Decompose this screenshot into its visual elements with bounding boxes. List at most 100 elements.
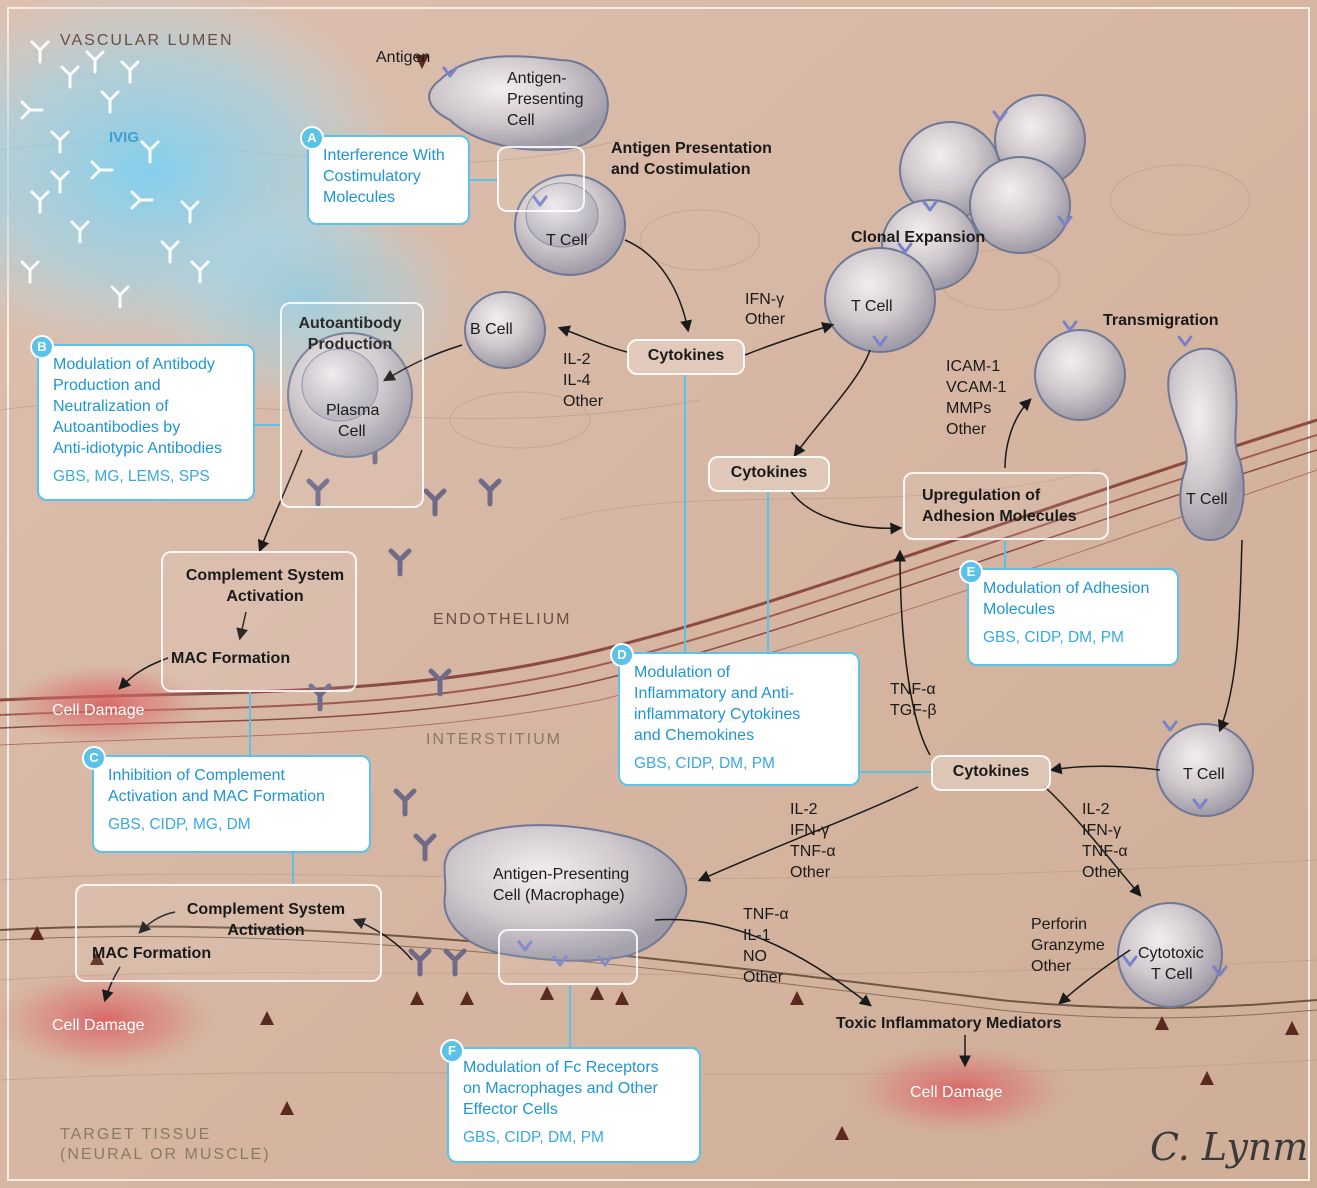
callout-f-line-3: Effector Cells <box>463 1101 558 1118</box>
callout-b-line-1: Modulation of Antibody <box>53 356 215 373</box>
granzyme-label: Granzyme <box>1031 937 1105 954</box>
il4-label: IL-4 <box>563 372 591 389</box>
cell-damage-upper: Cell Damage <box>52 702 145 719</box>
upregulation-title-1: Upregulation of <box>922 487 1041 504</box>
right-cyto-other: Other <box>1082 864 1123 881</box>
callout-f-line-1: Modulation of Fc Receptors <box>463 1059 659 1076</box>
callout-a-line-3: Molecules <box>323 189 396 206</box>
mediator-tnf: TNF-α <box>743 906 789 923</box>
perforin-other-label: Other <box>1031 958 1072 975</box>
mac-formation-lower: MAC Formation <box>92 945 212 962</box>
plasma-cell-label-1: Plasma <box>326 402 380 419</box>
callout-d-badge: D <box>610 643 634 667</box>
callout-b-badge: B <box>30 335 54 359</box>
cell-damage-lower-right: Cell Damage <box>910 1084 1003 1101</box>
macrophage-label-2: Cell (Macrophage) <box>493 887 625 904</box>
mmps-label: MMPs <box>946 400 992 417</box>
tgf-label: TGF-β <box>890 702 937 719</box>
complement-box-upper <box>161 551 357 692</box>
apc-label-3: Cell <box>507 112 535 129</box>
callout-b-diseases: GBS, MG, LEMS, SPS <box>53 468 210 485</box>
apc-label-1: Antigen- <box>507 70 567 87</box>
complement-box-lower <box>75 884 382 982</box>
right-cyto-tnf: TNF-α <box>1082 843 1128 860</box>
cell-damage-lower-left: Cell Damage <box>52 1017 145 1034</box>
complement-title-lower-2: Activation <box>227 922 305 939</box>
macrophage-label-1: Antigen-Presenting <box>493 866 630 883</box>
callout-b-line-5: Anti-idiotypic Antibodies <box>53 440 222 457</box>
region-interstitium: INTERSTITIUM <box>426 731 562 748</box>
transmigration-title: Transmigration <box>1103 312 1219 329</box>
artist-signature: C. Lynm <box>1150 1125 1309 1169</box>
callout-c-line-1: Inhibition of Complement <box>108 767 285 784</box>
b-cell-label: B Cell <box>470 321 513 338</box>
icam-label: ICAM-1 <box>946 358 1001 375</box>
t-cell-label-transmigrating: T Cell <box>1186 491 1228 508</box>
callout-d: Modulation of Inflammatory and Anti- inf… <box>618 652 860 786</box>
ifn-other-label: Other <box>745 311 786 328</box>
ivig-label: IVIG <box>109 129 140 146</box>
upregulation-title-2: Adhesion Molecules <box>922 508 1077 525</box>
callout-b-line-4: Autoantibodies by <box>53 419 181 436</box>
callout-a-line-1: Interference With <box>323 147 445 164</box>
cytotoxic-label-2: T Cell <box>1151 966 1193 983</box>
complement-title-upper-2: Activation <box>226 588 304 605</box>
toxic-mediators-label: Toxic Inflammatory Mediators <box>836 1015 1062 1032</box>
callout-d-line-3: inflammatory Cytokines <box>634 706 801 723</box>
adhesion-other-label: Other <box>946 421 987 438</box>
left-cyto-il2: IL-2 <box>790 801 818 818</box>
tnf-label: TNF-α <box>890 681 936 698</box>
antigen-presentation-title-1: Antigen Presentation <box>611 140 772 157</box>
mediator-no: NO <box>743 948 767 965</box>
callout-a: Interference With Costimulatory Molecule… <box>307 135 470 225</box>
fc-receptor-box <box>498 929 638 985</box>
costimulation-box <box>497 146 585 212</box>
antigen-label: Antigen <box>376 49 431 66</box>
region-vascular-lumen: VASCULAR LUMEN <box>60 32 234 49</box>
callout-b-line-2: Production and <box>53 377 161 394</box>
right-cyto-ifn: IFN-γ <box>1082 822 1122 839</box>
complement-title-lower-1: Complement System <box>186 901 346 918</box>
callout-c-diseases: GBS, CIDP, MG, DM <box>108 816 251 833</box>
clonal-expansion-title: Clonal Expansion <box>851 229 986 246</box>
callout-f-line-2: on Macrophages and Other <box>463 1080 658 1097</box>
cytokines-node-bottom: Cytokines <box>931 755 1051 791</box>
autoantibody-box <box>280 302 424 508</box>
callout-e-diseases: GBS, CIDP, DM, PM <box>983 629 1124 646</box>
callout-c: Inhibition of Complement Activation and … <box>92 755 371 853</box>
perforin-label: Perforin <box>1031 916 1088 933</box>
callout-e: Modulation of Adhesion Molecules GBS, CI… <box>967 568 1179 666</box>
left-cyto-ifn: IFN-γ <box>790 822 830 839</box>
region-target-tissue: TARGET TISSUE <box>60 1126 212 1143</box>
t-cell-label-lower: T Cell <box>1183 766 1225 783</box>
upregulation-box <box>903 472 1109 540</box>
left-cyto-other: Other <box>790 864 831 881</box>
callout-f-diseases: GBS, CIDP, DM, PM <box>463 1129 604 1146</box>
left-cyto-tnf: TNF-α <box>790 843 836 860</box>
region-endothelium: ENDOTHELIUM <box>433 611 572 628</box>
autoantibody-title-2: Production <box>307 336 393 353</box>
callout-e-badge: E <box>959 560 983 584</box>
antigen-presentation-title-2: and Costimulation <box>611 161 751 178</box>
callout-f: Modulation of Fc Receptors on Macrophage… <box>447 1047 701 1163</box>
callout-a-badge: A <box>300 126 324 150</box>
callout-e-line-1: Modulation of Adhesion <box>983 580 1150 597</box>
callout-d-diseases: GBS, CIDP, DM, PM <box>634 755 775 772</box>
mediator-il1: IL-1 <box>743 927 771 944</box>
callout-b-line-3: Neutralization of <box>53 398 169 415</box>
callout-d-line-2: Inflammatory and Anti- <box>634 685 795 702</box>
mac-formation-upper: MAC Formation <box>171 650 291 667</box>
t-cell-label-top: T Cell <box>546 232 588 249</box>
il2-label: IL-2 <box>563 351 591 368</box>
region-target-tissue-sub: (NEURAL OR MUSCLE) <box>60 1146 271 1163</box>
callout-b: Modulation of Antibody Production and Ne… <box>37 344 255 501</box>
cytotoxic-label-1: Cytotoxic <box>1138 945 1204 962</box>
callout-a-line-2: Costimulatory <box>323 168 421 185</box>
apc-label-2: Presenting <box>507 91 584 108</box>
mediator-other: Other <box>743 969 784 986</box>
il-other-label: Other <box>563 393 604 410</box>
right-cyto-il2: IL-2 <box>1082 801 1110 818</box>
ifn-label: IFN-γ <box>745 291 785 308</box>
vcam-label: VCAM-1 <box>946 379 1007 396</box>
